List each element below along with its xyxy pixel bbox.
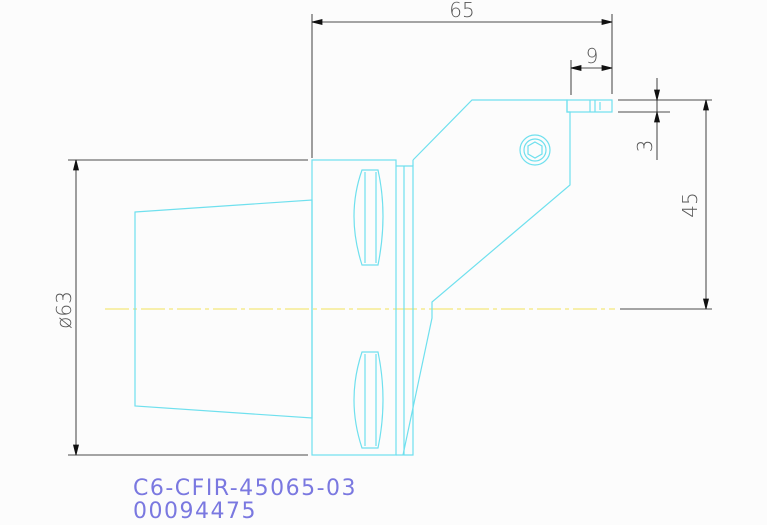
- article-number: 00094475: [133, 499, 257, 524]
- key-slot-upper: [353, 169, 384, 266]
- dim-diameter: ø63: [52, 291, 76, 329]
- dim-insert-offset: 3: [633, 140, 657, 153]
- tool-holder-outline: [134, 99, 613, 456]
- dim-height: 45: [678, 192, 702, 217]
- key-slot-lower: [353, 351, 384, 449]
- dim-insert-width: 9: [586, 44, 599, 68]
- flange: [311, 159, 397, 456]
- part-number: C6-CFIR-45065-03: [133, 476, 358, 501]
- clamp-screw: [519, 134, 551, 166]
- dimension-lines: [68, 14, 712, 456]
- dim-overall-length: 65: [449, 0, 474, 22]
